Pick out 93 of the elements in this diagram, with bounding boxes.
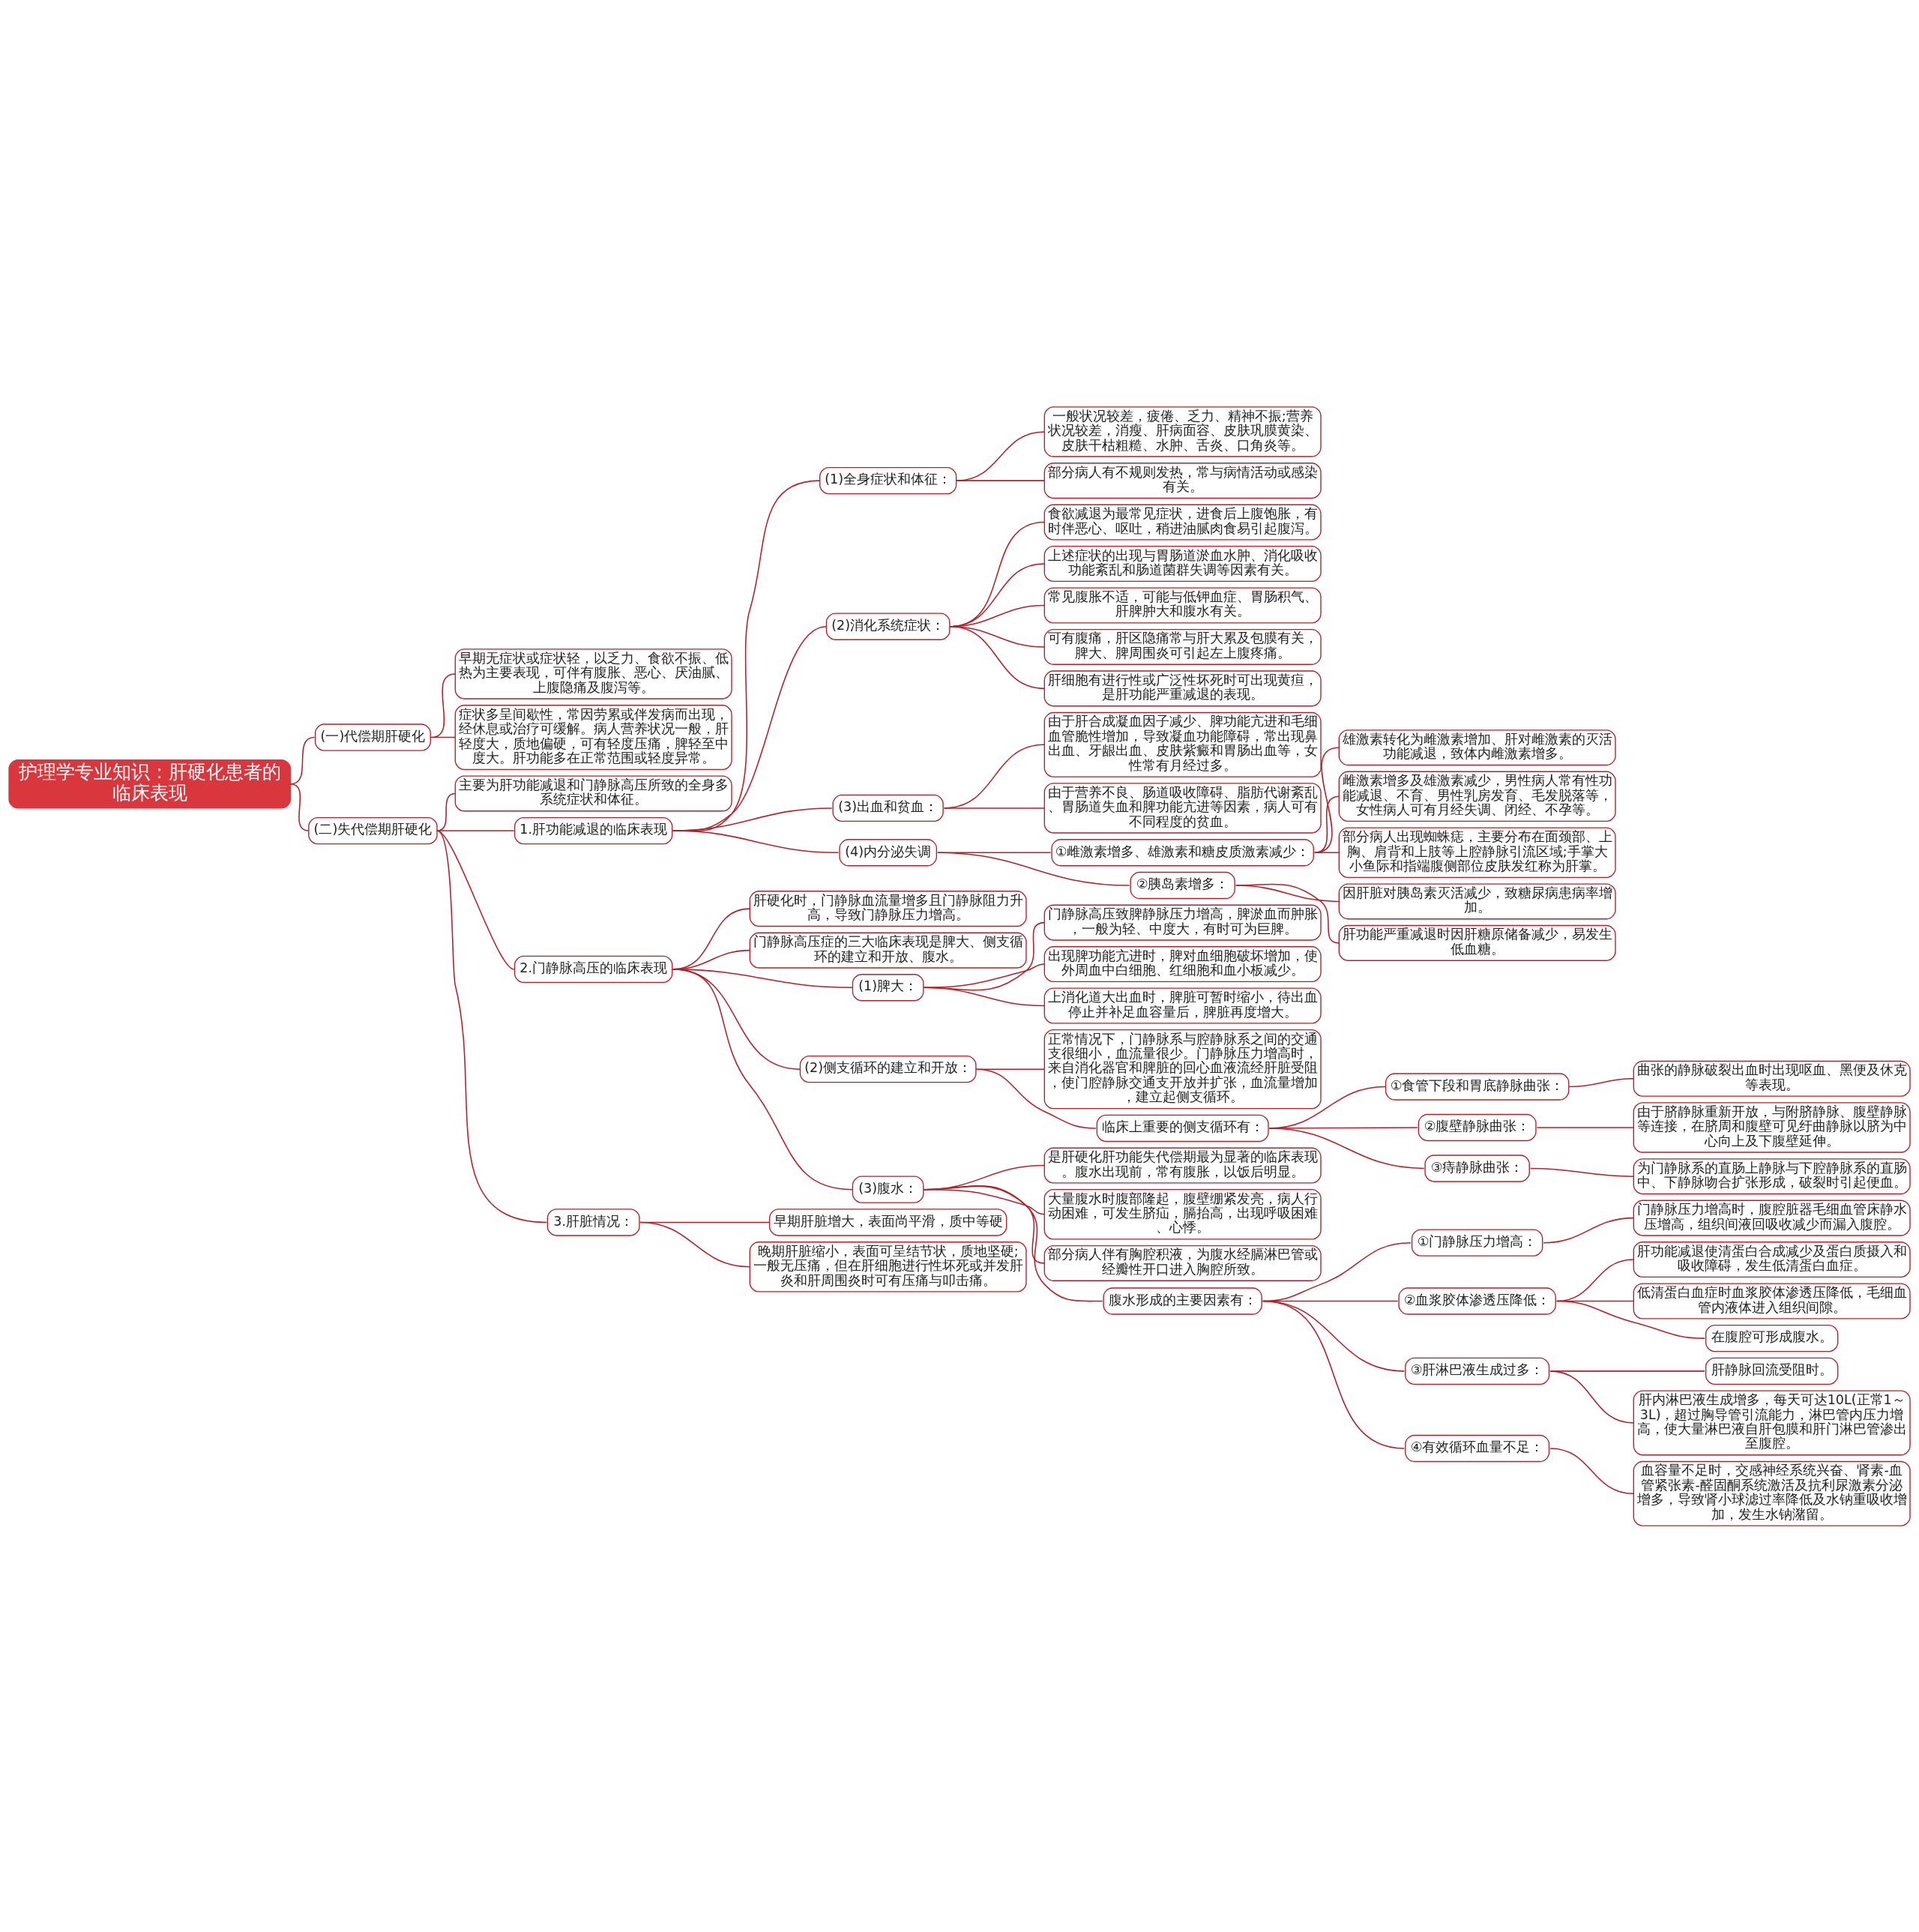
node-box: 可有腹痛，肝区隐痛常与肝大累及包膜有关，脾大、脾周围炎可引起左上腹疼痛。: [1043, 628, 1322, 665]
connector: [1268, 1127, 1425, 1169]
node-box: 雌激素增多及雄激素减少，男性病人常有性功能减退、不育、男性乳房发育、毛发脱落等，女性病人可有月经失调、闭经、不孕等。: [1338, 771, 1616, 822]
connector: [1549, 1447, 1635, 1494]
node-box: 临床上重要的侧支循环有：: [1096, 1114, 1269, 1142]
node-box: ③痔静脉曲张：: [1424, 1154, 1530, 1182]
connector: [436, 829, 548, 1223]
node-box: ②血浆胶体渗透压降低：: [1398, 1287, 1556, 1315]
connector: [949, 625, 1046, 689]
node-box: 食欲减退为最常见症状，进食后上腹饱胀，有时伴恶心、呕吐，稍进油腻肉食易引起腹泻。: [1043, 504, 1322, 541]
node-box: 低清蛋白血症时血浆胶体渗透压降低，毛细血管内液体进入组织间隙。: [1633, 1282, 1911, 1319]
node-box: ③肝淋巴液生成过多：: [1405, 1357, 1550, 1385]
connector: [1262, 1300, 1406, 1449]
connector: [289, 783, 310, 831]
connector: [1543, 1217, 1635, 1243]
node-box: 肝硬化时，门静脉血流量增多且门静脉阻力升高，导致门静脉压力增高。: [749, 890, 1027, 927]
node-box: 由于营养不良、肠道吸收障碍、脂肪代谢紊乱、胃肠道失血和脾功能亢进等因素，病人可有不同程度的贫血。: [1043, 782, 1322, 834]
connector: [639, 1221, 751, 1268]
node-box: 晚期肝脏缩小，表面可呈结节状，质地坚硬;一般无压痛，但在肝细胞进行性坏死或并发肝炎和肝周围炎时可有压痛与叩击痛。: [749, 1241, 1027, 1292]
node-box: ①门静脉压力增高：: [1411, 1229, 1543, 1257]
node-box: 肝细胞有进行性或广泛性坏死时可出现黄疸，是肝功能严重减退的表现。: [1043, 669, 1322, 706]
node-box: ②腹壁静脉曲张：: [1418, 1113, 1537, 1141]
connector: [1313, 851, 1340, 853]
node-box: 门静脉高压症的三大临床表现是脾大、侧支循环的建立和开放、腹水。: [749, 932, 1027, 969]
node-box: (1)全身症状和体征：: [819, 466, 957, 494]
connector: [1235, 883, 1340, 944]
node-box: (3)腹水：: [852, 1176, 924, 1203]
connector: [1313, 795, 1340, 853]
connector: [937, 851, 1130, 886]
node-box: 为门静脉系的直肠上静脉与下腔静脉系的直肠中、下静脉吻合扩张形成，破裂时引起便血。: [1633, 1158, 1911, 1194]
node-box: 一般状况较差，疲倦、乏力、精神不振;营养状况较差，消瘦、肝病面容、皮肤巩膜黄染、皮肤干枯粗糙、水肿、舌炎、口角炎等。: [1043, 406, 1322, 457]
node-box: 部分病人伴有胸腔积液，为腹水经膈淋巴管或经瓣性开口进入胸腔所致。: [1043, 1245, 1322, 1281]
connector: [937, 851, 1052, 853]
node-box: 由于脐静脉重新开放，与附脐静脉、腹壁静脉等连接，在脐周和腹壁可见纡曲静脉以脐为中心向上及下腹壁延伸。: [1633, 1101, 1911, 1153]
node-box: 肝功能减退使清蛋白合成减少及蛋白质摄入和吸收障碍，发生低清蛋白血症。: [1633, 1241, 1911, 1278]
node-box: 雄激素转化为雌激素增加、肝对雌激素的灭活功能减退，致体内雌激素增多。: [1338, 729, 1616, 765]
node-box: 部分病人出现蜘蛛痣，主要分布在面颈部、上胸、肩背和上肢等上腔静脉引流区域;手掌大小鱼际和指端腹侧部位皮肤发红称为肝掌。: [1338, 827, 1616, 878]
node-box: ④有效循环血量不足：: [1405, 1434, 1550, 1462]
node-box: 早期无症状或症状轻，以乏力、食欲不振、低热为主要表现，可伴有腹胀、恶心、厌油腻、上腹隐痛及腹泻等。: [454, 648, 732, 699]
connector: [956, 430, 1046, 481]
node-box: 腹水形成的主要因素有：: [1103, 1287, 1262, 1315]
node-box: 血容量不足时，交感神经系统兴奋、肾素-血管紧张素-醛固酮系统激活及抗利尿激素分泌增多，导致肾小球滤过率降低及水钠重吸收增加，发生水钠潴留。: [1633, 1460, 1911, 1526]
connector: [1555, 1300, 1705, 1339]
node-box: 1.肝功能减退的临床表现: [513, 816, 673, 844]
connector: [943, 807, 1046, 809]
connector: [975, 1068, 1097, 1129]
node-box: 门静脉压力增高时，腹腔脏器毛细血管床静水压增高，组织间液回吸收减少而漏入腹腔。: [1633, 1200, 1911, 1236]
connector: [430, 672, 457, 738]
node-box: 门静脉高压致脾静脉压力增高，脾淤血而肿胀，一般为轻、中度大，有时可为巨脾。: [1043, 904, 1322, 941]
node-box: ①雌激素增多、雄激素和糖皮质激素减少：: [1051, 838, 1314, 866]
node-box: 2.门静脉高压的临床表现: [513, 955, 673, 983]
node-box: (一)代偿期肝硬化: [314, 723, 431, 751]
connector: [1549, 1370, 1635, 1424]
node-box: 肝内淋巴液生成增多，每天可达10L(正常1～3L)，超过胸导管引流能力，淋巴管内压力增高，使大量淋巴液自肝包膜和肝门淋巴管渗出至腹腔。: [1633, 1389, 1911, 1455]
connector: [1529, 1167, 1635, 1177]
node-box: 正常情况下，门静脉系与腔静脉系之间的交通支很细小，血流量很少。门静脉压力增高时，来自消化器官和脾脏的回心血液流经肝脏受阻，使门腔静脉交通支开放并扩张，血流量增加，建立起侧支循环。: [1043, 1029, 1322, 1109]
node-box: 肝功能严重减退时因肝糖原储备减少，易发生低血糖。: [1338, 924, 1616, 961]
node-box: 上述症状的出现与胃肠道淤血水肿、消化吸收功能紊乱和肠道菌群失调等因素有关。: [1043, 545, 1322, 582]
node-box: (二)失代偿期肝硬化: [308, 816, 438, 844]
node-box: 因肝脏对胰岛素灭活减少，致糖尿病患病率增加。: [1338, 882, 1616, 919]
connector: [923, 1185, 1103, 1301]
node-box: 早期肝脏增大，表面尚平滑，质中等硬: [768, 1208, 1007, 1236]
connector: [1568, 1077, 1635, 1087]
node-box: (4)内分泌失调: [839, 838, 938, 866]
node-box: (2)消化系统症状：: [825, 613, 951, 640]
node-box: 3.肝脏情况：: [546, 1208, 640, 1236]
node-box: 症状多呈间歇性，常因劳累或伴发病而出现，经休息或治疗可缓解。病人营养状况一般，肝轻度大，质地偏硬，可有轻度压痛，脾轻至中度大。肝功能多在正常范围或轻度异常。: [454, 704, 732, 770]
node-box: 大量腹水时腹部隆起，腹壁绷紧发亮，病人行动困难，可发生脐疝，膈抬高，出现呼吸困难、心悸。: [1043, 1188, 1322, 1239]
node-box: 主要为肝功能减退和门静脉高压所致的全身多系统症状和体征。: [454, 774, 732, 811]
node-box: 在腹腔可形成腹水。: [1705, 1324, 1839, 1352]
node-box: 由于肝合成凝血因子减少、脾功能亢进和毛细血管脆性增加，导致凝血功能障碍，常出现鼻出血、牙龈出血、皮肤紫癜和胃肠出血等，女性常有月经过多。: [1043, 711, 1322, 777]
connector: [430, 736, 457, 738]
node-box: 上消化道大出血时，脾脏可暂时缩小，待出血停止并补足血容量后，脾脏再度增大。: [1043, 987, 1322, 1024]
node-box: 肝静脉回流受阻时。: [1705, 1357, 1839, 1385]
connector: [943, 744, 1046, 809]
node-box: (1)脾大：: [852, 973, 924, 1001]
node-box: 曲张的静脉破裂出血时出现呕血、黑便及休克等表现。: [1633, 1060, 1911, 1097]
connector: [1536, 1126, 1635, 1128]
connector: [1313, 746, 1340, 853]
connector: [923, 986, 1046, 1006]
connector: [436, 829, 515, 970]
node-box: 部分病人有不规则发热，常与病情活动或感染有关。: [1043, 462, 1322, 499]
node-box: 护理学专业知识：肝硬化患者的临床表现: [8, 759, 292, 809]
node-box: 出现脾功能亢进时，脾对血细胞破坏增加，使外周血中白细胞、红细胞和血小板减少。: [1043, 945, 1322, 982]
node-box: 常见腹胀不适，可能与低钾血症、胃肠积气、肝脾肿大和腹水有关。: [1043, 586, 1322, 623]
node-box: (2)侧支循环的建立和开放：: [799, 1055, 977, 1083]
node-box: ②胰岛素增多：: [1130, 871, 1235, 899]
node-box: (3)出血和贫血：: [832, 794, 944, 822]
node-box: ①食管下段和胃底静脉曲张：: [1385, 1072, 1570, 1101]
node-box: 是肝硬化肝功能失代偿期最为显著的临床表现。腹水出现前，常有腹胀，以饭后明显。: [1043, 1147, 1322, 1184]
connector: [956, 479, 1046, 481]
connector: [672, 829, 840, 853]
connector: [672, 968, 853, 1190]
